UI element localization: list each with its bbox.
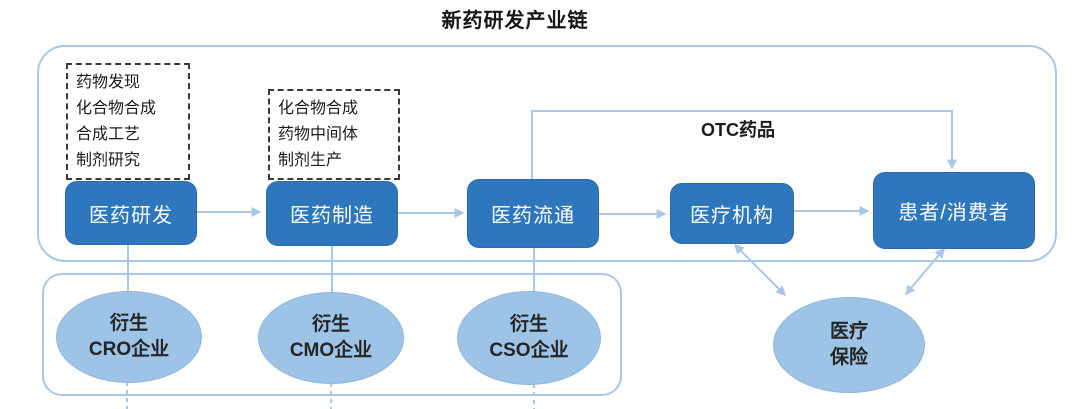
chain-box-distribution: 医药流通	[467, 179, 599, 248]
otc-drugs-label: OTC药品	[701, 120, 775, 140]
derived-companies-container	[42, 273, 622, 396]
main-chain-container	[37, 45, 1057, 262]
chain-box-patient-consumer: 患者/消费者	[873, 172, 1035, 249]
chain-box-manufacturing: 医药制造	[266, 181, 398, 246]
note-mfg-activities: 化合物合成 药物中间体 制剂生产	[268, 89, 400, 180]
chain-box-medical-institution: 医疗机构	[670, 183, 794, 244]
ellipse-cmo: 衍生 CMO企业	[258, 292, 404, 384]
diagram-title: 新药研发产业链	[441, 10, 589, 32]
chain-box-rd: 医药研发	[65, 181, 197, 245]
ellipse-medical-insurance: 医疗 保险	[773, 297, 925, 393]
ellipse-cro: 衍生 CRO企业	[56, 291, 202, 383]
ellipse-cso: 衍生 CSO企业	[457, 291, 601, 385]
note-rd-activities: 药物发现 化合物合成 合成工艺 制剂研究	[66, 63, 190, 180]
